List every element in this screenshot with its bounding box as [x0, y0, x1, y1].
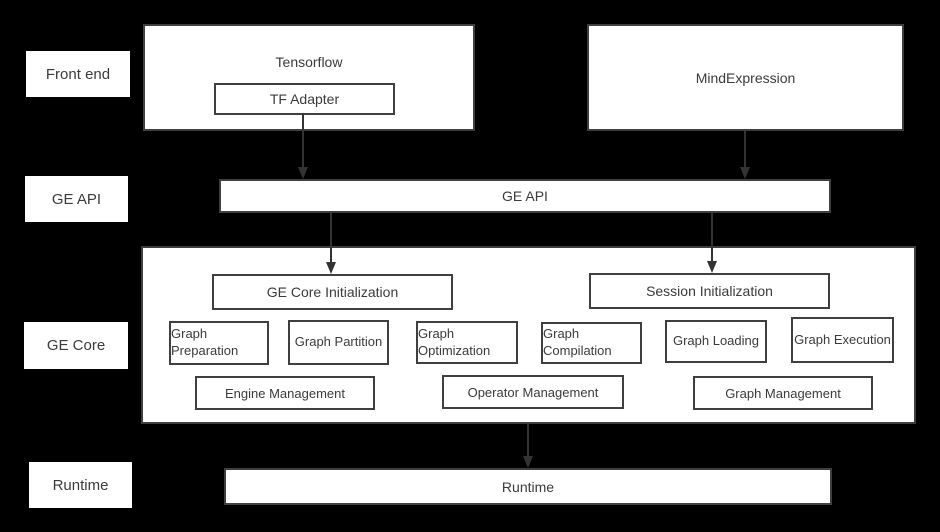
ge-core-initialization-label: GE Core Initialization [266, 284, 399, 300]
ge-api-bar-label: GE API [502, 188, 548, 204]
operator-management-label: Operator Management [467, 384, 599, 400]
graph-execution-box: Graph Execution [791, 317, 894, 363]
graph-loading-label: Graph Loading [672, 333, 759, 349]
graph-partition-box: Graph Partition [288, 320, 389, 365]
arrow-mindexpression-to-geapi [740, 131, 750, 179]
tensorflow-box: Tensorflow TF Adapter [143, 24, 475, 131]
graph-compilation-label: Graph Compilation [543, 326, 612, 358]
graph-management-box: Graph Management [693, 376, 873, 410]
row-label-runtime: Runtime [29, 462, 132, 508]
runtime-bar: Runtime [224, 468, 832, 505]
graph-management-label: Graph Management [725, 385, 841, 401]
tf-adapter-label: TF Adapter [269, 91, 340, 107]
graph-optimization-box: Graph Optimization [416, 321, 518, 364]
row-label-ge-core: GE Core [24, 322, 128, 369]
engine-management-label: Engine Management [225, 385, 345, 401]
mindexpression-label: MindExpression [695, 69, 796, 86]
ge-api-bar: GE API [219, 179, 831, 213]
ge-core-initialization-box: GE Core Initialization [212, 274, 453, 310]
session-initialization-box: Session Initialization [589, 273, 830, 309]
ge-core-box: GE Core Initialization Session Initializ… [141, 246, 916, 424]
graph-preparation-box: Graph Preparation [169, 321, 269, 365]
graph-execution-label: Graph Execution [794, 331, 891, 347]
graph-optimization-label: Graph Optimization [418, 325, 491, 358]
graph-loading-box: Graph Loading [665, 320, 767, 363]
graph-preparation-label: Graph Preparation [171, 326, 239, 358]
tf-adapter-box: TF Adapter [214, 83, 395, 115]
session-initialization-label: Session Initialization [646, 283, 773, 299]
operator-management-box: Operator Management [442, 375, 624, 409]
row-label-front-end: Front end [26, 51, 130, 97]
runtime-bar-label: Runtime [501, 478, 555, 495]
arrow-gecore-to-runtime [523, 424, 533, 468]
engine-management-box: Engine Management [195, 376, 375, 410]
tensorflow-label: Tensorflow [275, 54, 343, 70]
graph-compilation-box: Graph Compilation [541, 322, 642, 364]
graph-partition-label: Graph Partition [294, 334, 383, 350]
row-label-ge-api: GE API [25, 176, 128, 222]
mindexpression-box: MindExpression [587, 24, 904, 131]
